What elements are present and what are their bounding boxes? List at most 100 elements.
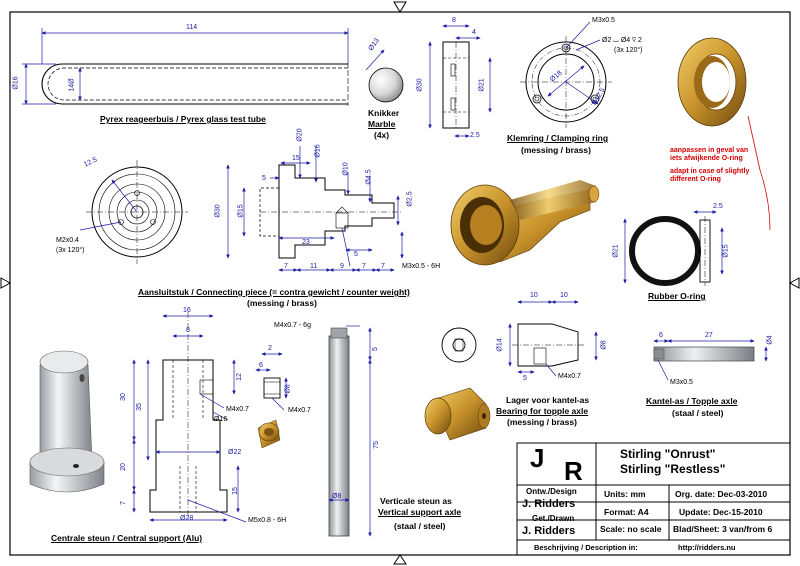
clamping-ring-callout-hole: Ø2 ⌴ Ø4 ⊽ 2 [602, 37, 642, 44]
central-support-dim-16: 16 [183, 307, 191, 314]
central-support-3d-render [29, 350, 105, 493]
central-support-dim-8: 8 [186, 327, 190, 334]
bearing-material: (messing / brass) [507, 417, 577, 427]
o-ring-note-nl-1: aanpassen in geval van [670, 147, 749, 154]
clamping-ring-callout-thread: M3x0.5 [592, 17, 615, 24]
bearing-title-nl: Lager voor kantel-as [506, 395, 590, 405]
connecting-piece-front-thread: M2x0.4 [56, 237, 79, 244]
topple-axle-dim-27: 27 [705, 332, 713, 339]
o-ring-note-leader [747, 115, 761, 171]
connecting-piece-dim-15: 15 [292, 155, 300, 162]
units: Units: mm [604, 489, 646, 499]
connecting-piece-dim-11: 11 [310, 263, 318, 270]
sheet-number: Blad/Sheet: 3 van/from 6 [673, 524, 773, 534]
test-tube-length-dim: 114 [186, 24, 198, 31]
connecting-piece-dim-7b: 7 [362, 263, 366, 270]
rubber-o-ring-title: Rubber O-ring [648, 291, 706, 301]
marble-title-en: Marble [368, 119, 396, 129]
set-screw-drawing [255, 352, 288, 411]
connecting-piece-dim-23: 23 [302, 239, 310, 246]
test-tube-drawing [22, 28, 349, 106]
marble-count: (4x) [374, 130, 390, 140]
connecting-piece-dim-d30: Ø30 [214, 204, 222, 218]
central-support-dim-15: 15 [231, 487, 239, 495]
connecting-piece-dim-d16: Ø16 [314, 144, 322, 158]
set-screw-dim-d8: Ø8 [284, 384, 292, 394]
connecting-piece-dim-5b: 5 [354, 251, 358, 258]
connecting-piece-dim-9: 9 [340, 263, 344, 270]
o-ring-dim-outer: Ø21 [612, 244, 620, 258]
title-block-frame [516, 442, 791, 556]
set-screw-thread: M4x0.7 [288, 407, 311, 414]
bearing-dim-d8: Ø8 [600, 340, 608, 350]
connecting-piece-dim-5: 5 [262, 175, 266, 182]
vertical-axle-drawing [328, 325, 372, 537]
test-tube-title: Pyrex reageerbuis / Pyrex glass test tub… [100, 114, 266, 124]
clamping-ring-title: Klemring / Clamping ring [507, 133, 609, 143]
design-name: J. Ridders [522, 498, 576, 510]
marble-title-nl: Knikker [368, 108, 400, 118]
vertical-axle-thread: M4x0.7 - 6g [274, 322, 311, 329]
marble-drawing [365, 49, 404, 103]
clamping-ring-dim-2-5: 2.5 [470, 132, 480, 139]
logo-letter-r: R [564, 456, 583, 486]
connecting-piece-front-view [79, 160, 188, 264]
o-ring-note-en-2: different O-ring [670, 176, 721, 183]
bearing-3d-render [424, 387, 491, 441]
bearing-thread: M4x0.7 [558, 373, 581, 380]
update-date: Update: Dec-15-2010 [679, 507, 763, 517]
central-support-thread-1: M4x0.7 [226, 406, 249, 413]
topple-axle-material: (staal / steel) [672, 408, 724, 418]
clamping-ring-dim-d21: Ø21 [478, 78, 486, 92]
vertical-axle-title-nl: Verticale steun as [380, 496, 452, 506]
bearing-dim-10a: 10 [530, 292, 538, 299]
bearing-dim-5: 5 [523, 375, 527, 382]
website-url[interactable]: http://ridders.nu [678, 543, 736, 552]
test-tube-outer-dim: Ø16 [12, 76, 20, 90]
bearing-dim-d14: Ø14 [496, 338, 504, 352]
logo-letter-j: J [530, 443, 545, 473]
set-screw-3d-render [257, 419, 281, 449]
clamping-ring-dim-4: 4 [472, 29, 476, 36]
scale: Scale: no scale [600, 524, 662, 534]
connecting-piece-material: (messing / brass) [247, 298, 317, 308]
set-screw-dim-6: 6 [259, 362, 263, 369]
connecting-piece-dim-d20: Ø20 [296, 128, 304, 142]
description-label: Beschrijving / Description in: [534, 543, 638, 552]
connecting-piece-thread: M3x0.5 - 6H [402, 263, 441, 270]
topple-axle-title: Kantel-as / Topple axle [646, 396, 738, 406]
connecting-piece-dim-d10: Ø10 [342, 162, 350, 176]
central-support-dim-12: 12 [235, 373, 243, 381]
connecting-piece-front-pattern: (3x 120°) [56, 247, 85, 254]
topple-axle-dim-d4: Ø4 [766, 335, 774, 345]
clamping-ring-material: (messing / brass) [521, 145, 591, 155]
bearing-dim-10b: 10 [560, 292, 568, 299]
clamping-ring-dim-8: 8 [452, 17, 456, 24]
topple-axle-thread: M3x0.5 [670, 379, 693, 386]
connecting-piece-dim-d2-5: Ø2.5 [406, 191, 414, 207]
vertical-axle-dim-5: 5 [371, 347, 379, 351]
drawn-name: J. Ridders [522, 525, 576, 537]
o-ring-dim-thickness: 2.5 [713, 203, 723, 210]
central-support-dim-20: 20 [119, 463, 127, 471]
project-title-en: Stirling "Restless" [620, 462, 726, 476]
project-title-nl: Stirling "Onrust" [620, 447, 716, 461]
connecting-piece-title: Aansluitstuk / Connecting piece (= contr… [138, 287, 410, 297]
o-ring-note-en-1: adapt in case of slightly [670, 168, 750, 175]
connecting-piece-3d-render [450, 180, 600, 266]
vertical-axle-dim-d8: Ø8 [332, 493, 342, 500]
central-support-drawing [132, 312, 247, 523]
connecting-piece-dim-7a: 7 [284, 263, 288, 270]
connecting-piece-section-view [226, 146, 404, 272]
format: Format: A4 [604, 507, 649, 517]
topple-axle-dim-6: 6 [659, 332, 663, 339]
o-ring-note-nl-2: iets afwijkende O-ring [670, 155, 743, 162]
set-screw-dim-2: 2 [268, 345, 272, 352]
vertical-axle-title-en: Vertical support axle [378, 507, 462, 517]
central-support-dim-d22: Ø22 [228, 449, 242, 456]
o-ring-dim-inner: Ø15 [722, 244, 730, 258]
clamping-ring-callout-pattern: (3x 120°) [614, 47, 643, 54]
central-support-dim-d16: Ø16 [214, 416, 228, 423]
central-support-dim-d28: Ø28 [180, 515, 194, 522]
